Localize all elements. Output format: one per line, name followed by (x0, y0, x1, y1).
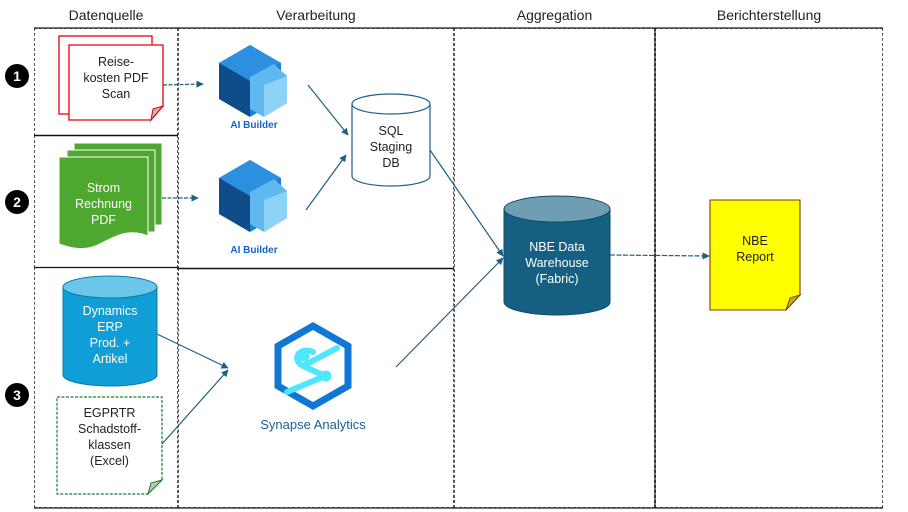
column-header-berichterstellung: Berichterstellung (716, 7, 822, 23)
synapse-analytics-label: Synapse Analytics (260, 417, 366, 432)
flow-arrows (156, 80, 710, 445)
reisekosten-label: Reise- kosten PDF Scan (83, 55, 149, 101)
step-badge-3: 3 (5, 383, 29, 407)
dynamics-erp-database-icon (62, 275, 158, 387)
ai-builder-icon-2 (219, 160, 287, 232)
sql-staging-label: SQL Staging DB (369, 124, 413, 170)
nbe-report-label: NBE Report (736, 234, 774, 264)
arrow-egprtr-to-synapse (161, 369, 229, 445)
egprtr-label: EGPRTR Schadstoff- klassen (Excel) (77, 406, 141, 468)
arrow-reisekosten-to-ai-builder-1 (162, 80, 204, 88)
synapse-analytics-icon (274, 321, 352, 411)
reisekosten-document-icon (58, 35, 165, 122)
arrow-ai-builder-1-to-sql (307, 84, 349, 136)
nbe-data-warehouse-database-icon (503, 195, 611, 316)
column-header-datenquelle: Datenquelle (68, 7, 144, 23)
ai-builder-label-1: AI Builder (230, 120, 278, 131)
egprtr-document-icon (56, 396, 164, 496)
column-header-verarbeitung: Verarbeitung (276, 7, 356, 23)
strom-label: Strom Rechnung PDF (75, 181, 132, 227)
strom-document-icon (58, 142, 163, 250)
dynamics-label: Dynamics ERP Prod. + Artikel (82, 304, 138, 366)
step-badge-2: 2 (5, 190, 29, 214)
warehouse-label: NBE Data Warehouse (Fabric) (525, 240, 589, 286)
nbe-report-document-icon (709, 199, 802, 311)
column-header-aggregation: Aggregation (516, 7, 593, 23)
arrow-sql-to-warehouse (429, 149, 504, 257)
arrow-synapse-to-warehouse (395, 257, 504, 368)
arrow-dynamics-to-synapse (156, 333, 229, 369)
arrow-warehouse-to-report (609, 252, 710, 260)
sql-staging-database-icon (351, 93, 431, 187)
ai-builder-icon-1 (219, 45, 287, 117)
step-badge-1: 1 (5, 64, 29, 88)
arrow-ai-builder-2-to-sql (305, 154, 347, 211)
ai-builder-label-2: AI Builder (230, 245, 278, 256)
